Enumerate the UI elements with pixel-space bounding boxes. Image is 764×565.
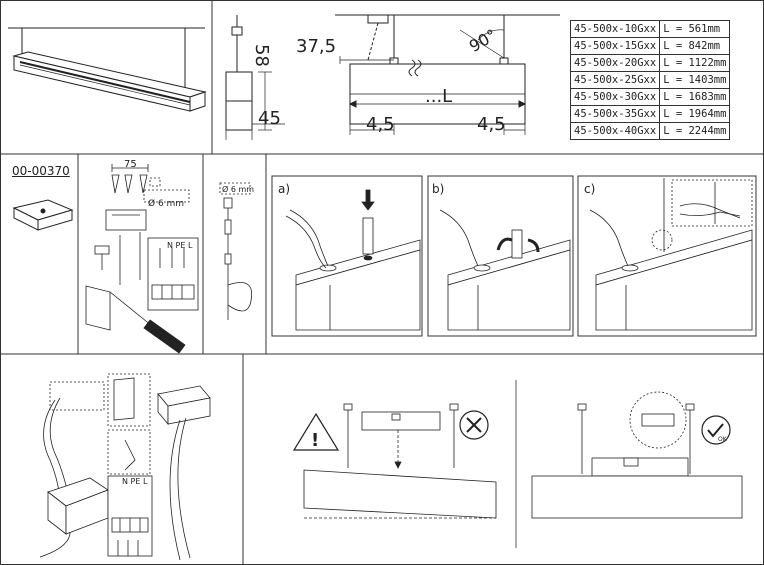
spec-model: 45-500x-35Gxx	[569, 105, 661, 123]
luminaire-perspective	[8, 27, 207, 112]
dim-4-5-left: 4,5	[366, 114, 395, 135]
warning-icon: !	[311, 430, 319, 451]
step-c-label: c)	[584, 182, 595, 196]
dim-75: 75	[124, 159, 137, 170]
dim-37-5: 37,5	[296, 36, 336, 57]
spec-length: L = 1122mm	[659, 54, 731, 72]
step-a-label: a)	[278, 182, 290, 196]
spec-model: 45-500x-40Gxx	[569, 122, 661, 140]
spec-length: L = 1403mm	[659, 71, 731, 89]
step-a-panel	[271, 175, 423, 337]
spec-length: L = 842mm	[659, 37, 731, 55]
spec-model: 45-500x-20Gxx	[569, 54, 661, 72]
canopy-drawing	[12, 199, 74, 231]
spec-length: L = 1683mm	[659, 88, 731, 106]
correct-mounting	[531, 391, 743, 519]
mounting-detail	[85, 164, 199, 354]
spec-model: 45-500x-25Gxx	[569, 71, 661, 89]
spec-model: 45-500x-30Gxx	[569, 88, 661, 106]
dim-58: 58	[251, 44, 272, 67]
terminal-labels-bottom: N PE L	[122, 477, 148, 486]
step-c-panel	[577, 175, 757, 337]
terminal-labels-mid: N PE L	[167, 241, 193, 250]
hole-diameter: Ø 6 mm	[148, 198, 184, 209]
spec-length: L = 561mm	[659, 20, 731, 38]
profile-cross-section	[225, 15, 285, 140]
wrong-mounting	[292, 403, 497, 519]
step-b-panel	[427, 175, 574, 337]
canopy-code: 00-00370	[12, 164, 70, 178]
spec-model: 45-500x-15Gxx	[569, 37, 661, 55]
ok-label: OK	[718, 436, 728, 443]
dim-length-L: ...L	[425, 86, 452, 107]
spec-length: L = 1964mm	[659, 105, 731, 123]
wiring-assembly	[39, 373, 211, 561]
spec-length: L = 2244mm	[659, 122, 731, 140]
cable-detail	[219, 182, 253, 320]
side-view	[335, 14, 560, 135]
step-b-label: b)	[432, 182, 444, 196]
spec-model: 45-500x-10Gxx	[569, 20, 661, 38]
dim-45: 45	[258, 108, 281, 129]
dim-4-5-right: 4,5	[477, 114, 506, 135]
cable-diameter: Ø 6 mm	[222, 184, 254, 194]
